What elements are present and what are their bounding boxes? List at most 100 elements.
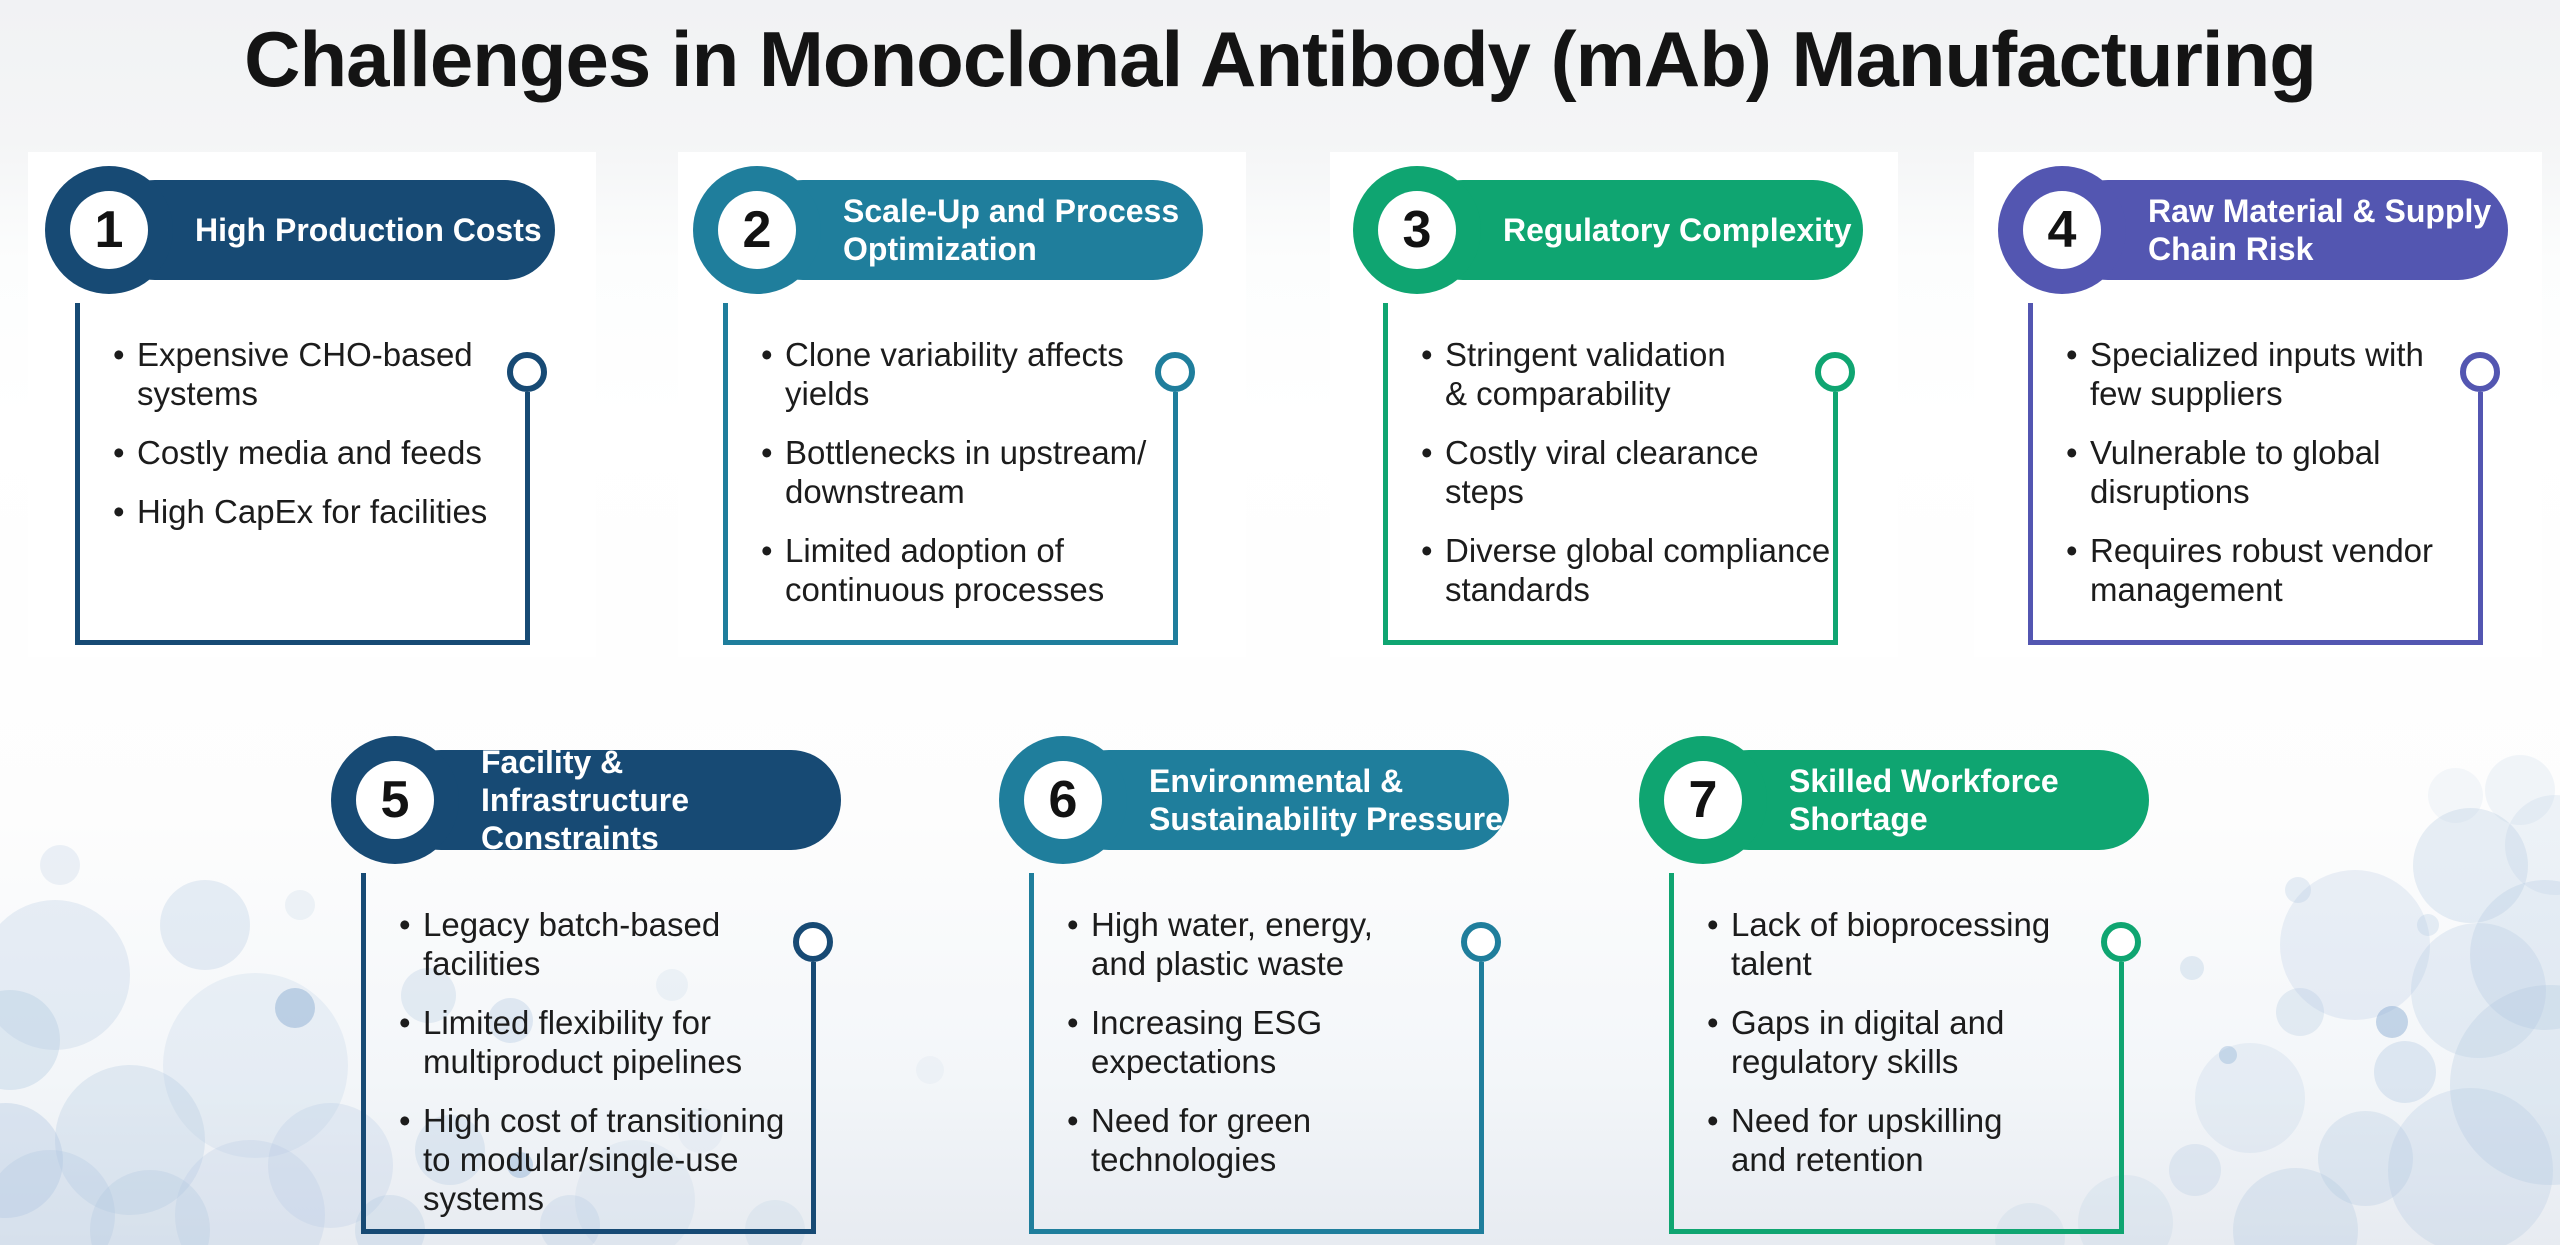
decorative-bubble (2412, 807, 2528, 923)
bullet-list: Lack of bioprocessing talent Gaps in dig… (1701, 905, 2131, 1199)
bullet-item: Need for green technologies (1061, 1101, 1491, 1179)
bracket-left-line (75, 303, 80, 645)
connector-ring-icon (2101, 922, 2141, 962)
decorative-bubble (275, 988, 315, 1028)
card-title: Environmental & Sustainability Pressure (1149, 763, 1503, 837)
bullet-item: Clone variability affects yields (755, 335, 1185, 413)
connector-ring-icon (1461, 922, 1501, 962)
bracket-bottom-line (75, 640, 530, 645)
card-title: Raw Material & Supply Chain Risk (2148, 193, 2492, 267)
card-number-badge: 2 (718, 191, 796, 269)
connector-ring-icon (507, 352, 547, 392)
decorative-bubble (2276, 988, 2324, 1036)
bullet-item: Need for upskilling and retention (1701, 1101, 2131, 1179)
bullet-list: Expensive CHO-based systems Costly media… (107, 335, 537, 551)
bracket-bottom-line (361, 1229, 816, 1234)
bracket-left-line (1383, 303, 1388, 645)
card-environmental-sustainability-pressure: 6 Environmental & Sustainability Pressur… (999, 736, 1544, 1234)
decorative-bubble (2417, 914, 2439, 936)
bracket-left-line (1029, 873, 1034, 1234)
decorative-bubble (2374, 1041, 2436, 1103)
bullet-item: Limited flexibility for multiproduct pip… (393, 1003, 823, 1081)
decorative-bubble (916, 1056, 944, 1084)
card-title: Regulatory Complexity (1503, 212, 1852, 248)
card-number-badge: 7 (1664, 761, 1742, 839)
bracket-bottom-line (1669, 1229, 2124, 1234)
bullet-list: Stringent validation & comparability Cos… (1415, 335, 1845, 629)
decorative-bubble (162, 972, 348, 1158)
bullet-item: Costly media and feeds (107, 433, 537, 472)
bracket-left-line (1669, 873, 1674, 1234)
bullet-item: Limited adoption of continuous processes (755, 531, 1185, 609)
decorative-bubble (2285, 877, 2311, 903)
bracket-right-line (1173, 392, 1178, 645)
decorative-bubble (2280, 870, 2430, 1020)
card-header-pill (1059, 750, 1509, 850)
bracket-bottom-line (723, 640, 1178, 645)
bracket-left-line (361, 873, 366, 1234)
decorative-bubble (2410, 922, 2546, 1058)
decorative-bubble (2427, 767, 2483, 823)
bullet-item: High cost of transitioning to modular/si… (393, 1101, 823, 1218)
card-facility-infrastructure-constraints: 5 Facility & Infrastructure Constraints … (331, 736, 876, 1234)
card-high-production-costs: 1 High Production Costs Expensive CHO-ba… (45, 166, 590, 645)
bullet-list: Legacy batch-based facilities Limited fl… (393, 905, 823, 1238)
bullet-item: Specialized inputs with few suppliers (2060, 335, 2490, 413)
bracket-right-line (2119, 962, 2124, 1234)
bracket-bottom-line (1383, 640, 1838, 645)
bullet-item: Increasing ESG expectations (1061, 1003, 1491, 1081)
bracket-bottom-line (1029, 1229, 1484, 1234)
bracket-right-line (2478, 392, 2483, 645)
decorative-bubble (2376, 1006, 2408, 1038)
bullet-item: High water, energy, and plastic waste (1061, 905, 1491, 983)
bullet-item: Vulnerable to global disruptions (2060, 433, 2490, 511)
bullet-list: Clone variability affects yields Bottlen… (755, 335, 1185, 629)
connector-ring-icon (2460, 352, 2500, 392)
decorative-bubble (40, 845, 80, 885)
bracket-right-line (1833, 392, 1838, 645)
card-header-pill (1699, 750, 2149, 850)
bullet-item: Gaps in digital and regulatory skills (1701, 1003, 2131, 1081)
card-number-badge: 4 (2023, 191, 2101, 269)
decorative-bubble (55, 1065, 205, 1215)
bullet-list: Specialized inputs with few suppliers Vu… (2060, 335, 2490, 629)
card-number-badge: 6 (1024, 761, 1102, 839)
bullet-item: Requires robust vendor management (2060, 531, 2490, 609)
card-header-pill (391, 750, 841, 850)
card-title: High Production Costs (195, 212, 542, 248)
bracket-bottom-line (2028, 640, 2483, 645)
connector-ring-icon (793, 922, 833, 962)
card-header-pill (1413, 180, 1863, 280)
decorative-bubble (2195, 1043, 2305, 1153)
card-header-pill (753, 180, 1203, 280)
bullet-item: Expensive CHO-based systems (107, 335, 537, 413)
card-header-pill (105, 180, 555, 280)
bullet-list: High water, energy, and plastic waste In… (1061, 905, 1491, 1199)
decorative-bubble (2317, 1110, 2413, 1206)
card-title: Scale-Up and Process Optimization (843, 193, 1180, 267)
page-title: Challenges in Monoclonal Antibody (mAb) … (244, 15, 2317, 103)
decorative-bubble (2485, 755, 2555, 825)
bracket-right-line (811, 962, 816, 1234)
card-scale-up-process-optimization: 2 Scale-Up and Process Optimization Clon… (693, 166, 1238, 645)
decorative-bubble (2219, 1046, 2237, 1064)
card-number-badge: 1 (70, 191, 148, 269)
bullet-item: Lack of bioprocessing talent (1701, 905, 2131, 983)
card-title: Facility & Infrastructure Constraints (481, 744, 690, 856)
bracket-left-line (2028, 303, 2033, 645)
card-raw-material-supply-chain-risk: 4 Raw Material & Supply Chain Risk Speci… (1998, 166, 2543, 645)
connector-ring-icon (1815, 352, 1855, 392)
bullet-item: Diverse global compliance standards (1415, 531, 1845, 609)
connector-ring-icon (1155, 352, 1195, 392)
card-header-pill (2058, 180, 2508, 280)
card-number-badge: 5 (356, 761, 434, 839)
card-number-badge: 3 (1378, 191, 1456, 269)
bullet-item: Legacy batch-based facilities (393, 905, 823, 983)
decorative-bubble (2169, 1144, 2221, 1196)
bracket-left-line (723, 303, 728, 645)
card-title: Skilled Workforce Shortage (1789, 763, 2059, 837)
decorative-bubble (2180, 956, 2204, 980)
decorative-bubble (160, 880, 250, 970)
bracket-right-line (1479, 962, 1484, 1234)
